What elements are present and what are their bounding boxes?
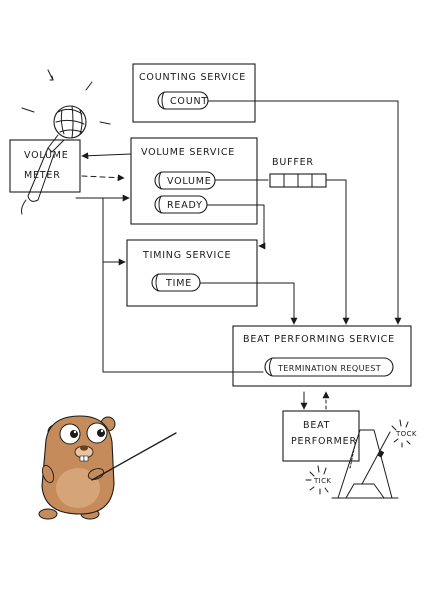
volume-meter-label-line2: METER xyxy=(24,170,61,181)
connectors xyxy=(75,100,402,410)
timing-service-title: TIMING SERVICE xyxy=(142,250,231,261)
buffer-queue: BUFFER xyxy=(269,157,327,188)
volume-pill-label: VOLUME xyxy=(167,176,212,187)
beat-performing-service-title: BEAT PERFORMING SERVICE xyxy=(243,334,395,345)
metronome-icon: TICK TOCK xyxy=(305,419,417,499)
microphone-icon xyxy=(21,69,111,215)
volume-service-box: VOLUME SERVICE VOLUME READY xyxy=(130,137,258,225)
gopher-mascot xyxy=(38,415,177,520)
volume-service-title: VOLUME SERVICE xyxy=(141,147,235,158)
tick-label: TICK xyxy=(313,477,331,485)
ready-pill-label: READY xyxy=(167,200,203,211)
volume-meter-label-line1: VOLUME xyxy=(24,150,69,161)
beat-performing-service-box: BEAT PERFORMING SERVICE TERMINATION REQU… xyxy=(232,325,412,387)
termination-request-pill-label: TERMINATION REQUEST xyxy=(277,364,381,373)
beat-performer-label-line2: PERFORMER xyxy=(291,436,357,447)
count-pill-label: COUNT xyxy=(170,96,208,107)
buffer-label: BUFFER xyxy=(272,157,314,168)
counting-service-title: COUNTING SERVICE xyxy=(139,72,246,83)
tock-label: TOCK xyxy=(395,430,417,438)
volume-meter-box: VOLUME METER xyxy=(9,139,81,193)
counting-service-box: COUNTING SERVICE COUNT xyxy=(132,63,256,123)
beat-performer-label-line1: BEAT xyxy=(303,420,330,431)
beat-performer-box: BEAT PERFORMER xyxy=(282,410,360,462)
timing-service-box: TIMING SERVICE TIME xyxy=(126,239,258,307)
time-pill-label: TIME xyxy=(165,278,192,289)
